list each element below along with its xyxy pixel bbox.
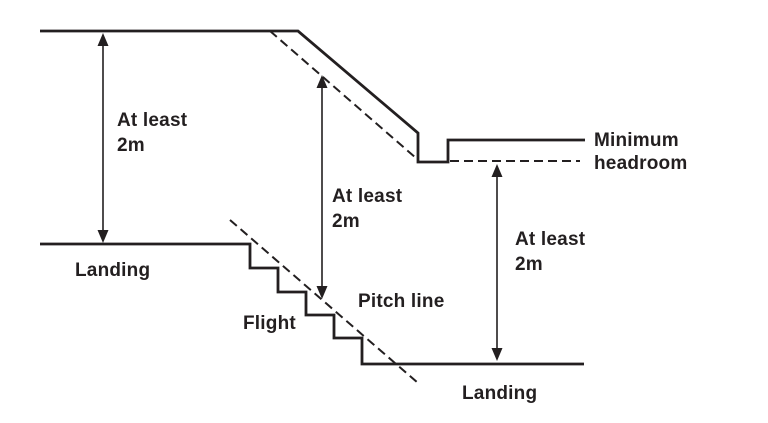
- dimension-arrow-middle: [316, 75, 328, 299]
- dimension-label-right-line1: At least: [515, 229, 586, 250]
- dimension-arrow-left: [97, 33, 109, 243]
- arrowhead-down-icon: [97, 230, 109, 243]
- dimension-label-middle-line1: At least: [332, 186, 403, 207]
- dimension-label-left-line1: At least: [117, 110, 188, 131]
- arrowhead-up-icon: [491, 164, 503, 177]
- upper-landing-label: Landing: [75, 260, 150, 281]
- headroom-clearance-slope-dashed-line: [269, 30, 417, 159]
- lower-landing-label: Landing: [462, 383, 537, 404]
- ceiling-profile-line: [40, 29, 585, 164]
- minimum-headroom-label-line1: Minimum: [594, 130, 679, 151]
- arrowhead-up-icon: [316, 75, 328, 88]
- dimension-label-left-line2: 2m: [117, 135, 145, 156]
- flight-label: Flight: [243, 313, 296, 334]
- arrowhead-down-icon: [316, 286, 328, 299]
- pitch-line-label: Pitch line: [358, 291, 444, 312]
- floor-stair-profile-line: [40, 242, 584, 366]
- dimension-label-middle-line2: 2m: [332, 211, 360, 232]
- arrowhead-down-icon: [491, 348, 503, 361]
- arrowhead-up-icon: [97, 33, 109, 46]
- minimum-headroom-label-line2: headroom: [594, 153, 687, 174]
- dimension-arrow-right: [491, 164, 503, 361]
- dimension-label-right-line2: 2m: [515, 254, 543, 275]
